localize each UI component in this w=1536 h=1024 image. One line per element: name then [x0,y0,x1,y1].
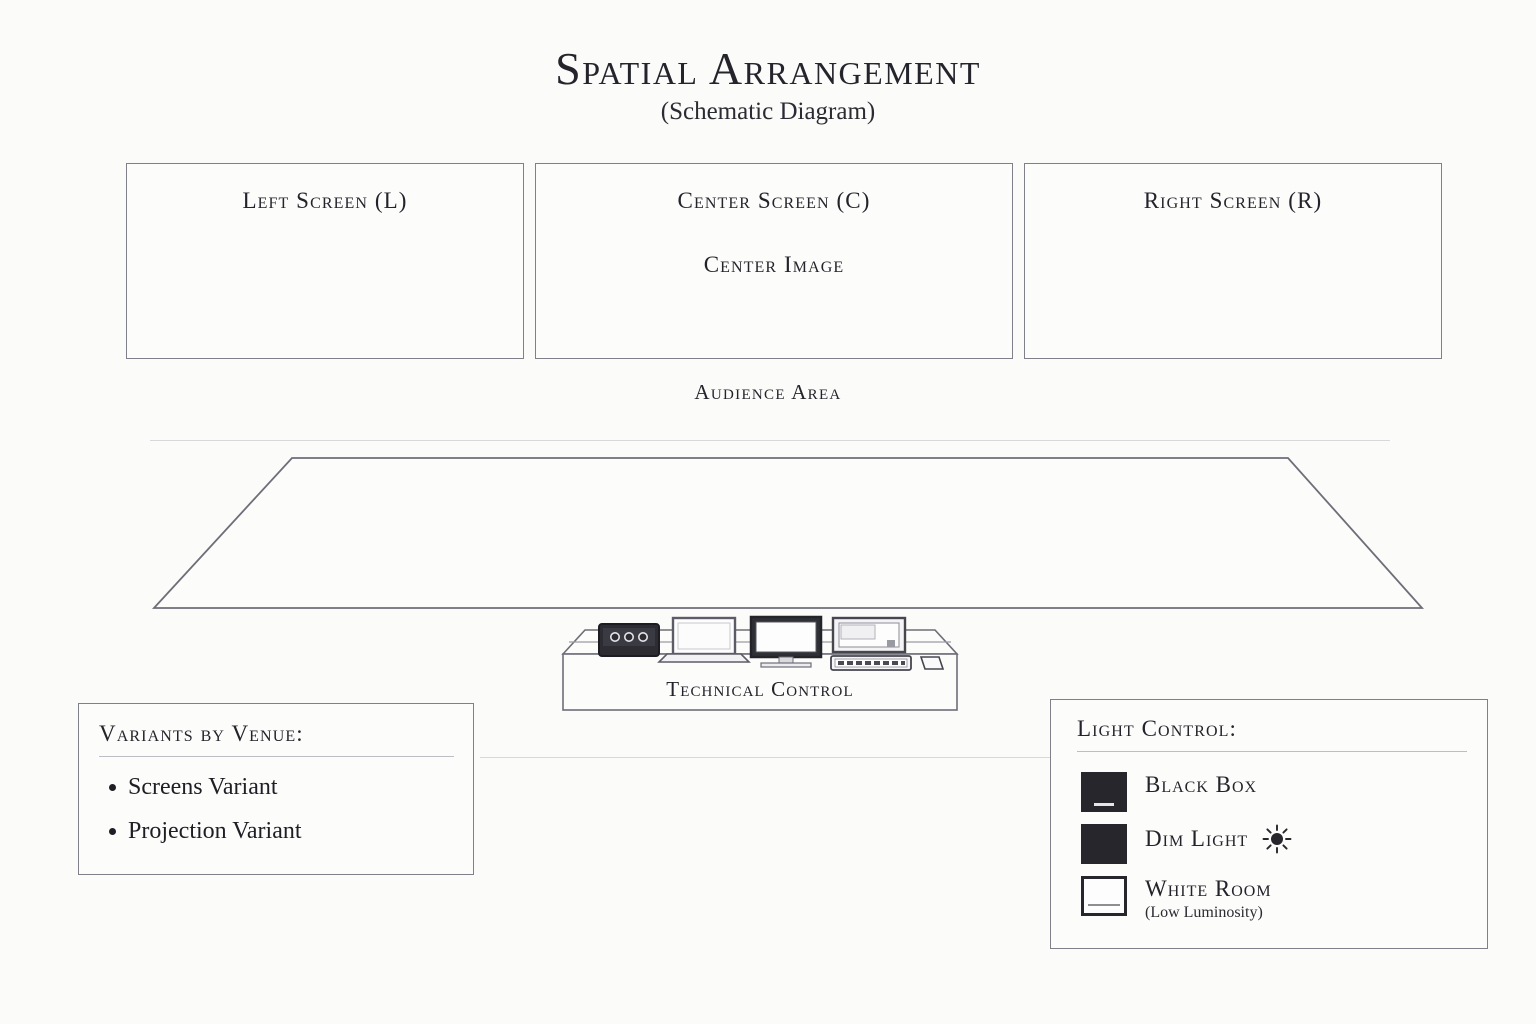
sun-icon [1262,824,1292,854]
audience-seating-trapezoid[interactable] [140,450,1440,615]
light-mode-label-row: Dim Light [1145,824,1292,854]
swatch-baseline [1088,904,1120,906]
page-subtitle: (Schematic Diagram) [660,98,876,125]
light-mode-sublabel: (Low Luminosity) [1145,904,1263,922]
center-screen-label: Center Screen (C) [677,188,871,213]
light-mode-label: White Room [1145,876,1272,901]
technical-control-desk[interactable]: Technical Control [555,612,965,722]
monitor-icon [749,615,823,668]
bullet-icon [109,784,116,791]
page-title: Spatial Arrangement [555,43,981,94]
list-item[interactable]: Projection Variant [109,818,302,845]
variants-by-venue-panel: Variants by Venue: Screens Variant Proje… [78,703,474,875]
mouse-icon [919,656,945,670]
keyboard-icon [830,655,912,671]
laptop-icon [657,616,751,663]
workstation-icon [831,616,907,654]
center-image-label: Center Image [703,252,845,277]
right-screen-box[interactable]: Right Screen (R) [1024,163,1442,359]
list-item[interactable]: Screens Variant [109,774,278,801]
variants-panel-divider [99,756,454,757]
light-panel-title: Light Control: [1077,716,1238,741]
right-screen-label: Right Screen (R) [1143,188,1323,213]
crescent-moon-icon [1096,832,1108,856]
light-control-panel: Light Control: Black Box Dim Light [1050,699,1488,949]
black-box-swatch-icon [1081,772,1127,812]
bullet-icon [109,828,116,835]
light-mode-black-box[interactable]: Black Box [1081,772,1257,812]
light-panel-divider [1077,751,1467,752]
variant-label: Screens Variant [128,774,278,800]
variants-panel-title: Variants by Venue: [99,721,304,746]
light-mode-dim-light[interactable]: Dim Light [1081,824,1292,864]
moon-swatch-icon [1081,824,1127,864]
left-screen-box[interactable]: Left Screen (L) [126,163,524,359]
audio-mixer-icon [598,623,660,657]
light-mode-label: Black Box [1145,772,1258,797]
swatch-notch [1094,803,1114,806]
audience-area-label: Audience Area [694,380,842,404]
variant-label: Projection Variant [128,818,302,844]
panel-connector-rule [480,757,1052,758]
center-screen-box[interactable]: Center Screen (C) Center Image [535,163,1013,359]
light-mode-white-room[interactable]: White Room (Low Luminosity) [1081,876,1272,922]
light-mode-label: Dim Light [1145,825,1249,851]
white-room-swatch-icon [1081,876,1127,916]
left-screen-label: Left Screen (L) [242,188,408,213]
audience-divider [150,440,1390,441]
